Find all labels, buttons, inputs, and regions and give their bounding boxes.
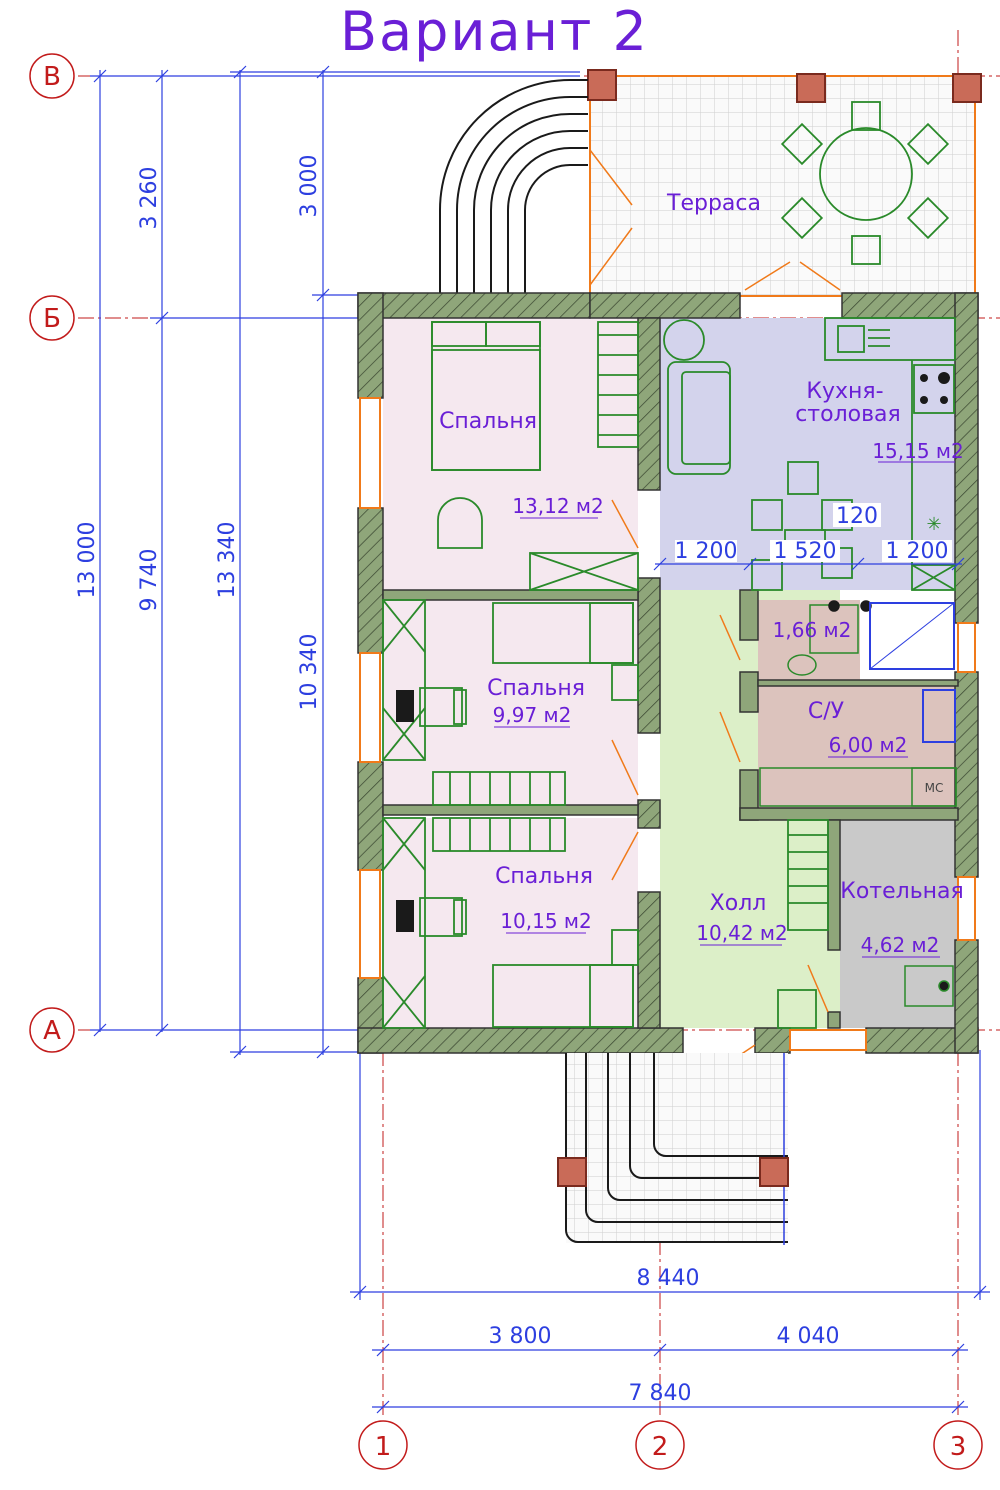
axis-bubble-3: 3 [933,1420,983,1470]
dim-bg [675,540,737,562]
axis-bubble-v: В [29,53,75,99]
boiler-equipment [904,965,954,1007]
bedroom3-name: Спальня [495,864,593,889]
porch-steps [565,1053,788,1243]
bedroom1-name: Спальня [439,409,537,434]
kitchen-dimension-lines [653,557,965,571]
windows [359,397,976,1051]
bedroom3-area: 10,15 м2 [500,909,591,933]
svg-text:2: 2 [652,1432,669,1462]
hall-name: Холл [710,891,767,916]
dim-3000: 3 000 [297,155,322,218]
dim-4040: 4 040 [777,1324,840,1349]
svg-text:А: А [43,1016,61,1046]
washing-machine [911,767,957,807]
kitchen-name-line2: столовая [795,402,901,427]
monitor-icon [396,690,414,722]
dim-bg [770,540,840,562]
dim-13000: 13 000 [75,522,100,599]
dim-kitchen-120: 120 [836,504,878,529]
dim-3800: 3 800 [489,1324,552,1349]
dim-3260: 3 260 [137,167,162,230]
bath-name: С/У [808,699,845,724]
bath-area: 6,00 м2 [829,733,908,757]
bottom-dimension-lines [350,1050,990,1414]
porch-floor [566,1053,788,1243]
bedroom1-area: 13,12 м2 [512,494,603,518]
bedroom3-furniture [382,817,639,1029]
terrace-floor [589,75,976,297]
stove-burners-icon [920,372,950,404]
plant-icon: ✳ [926,514,941,535]
terrace-column [796,73,826,103]
dim-8440: 8 440 [637,1266,700,1291]
porch-column [759,1157,789,1187]
svg-text:В: В [43,62,61,92]
boiler-name: Котельная [840,879,964,904]
kitchen-area: 15,15 м2 [872,439,963,463]
door-swings [611,499,829,1086]
bath-floor [758,686,958,808]
svg-text:1: 1 [375,1432,392,1462]
axis-bubble-a: А [29,1007,75,1053]
porch-column [557,1157,587,1187]
bedroom1-floor [383,318,638,590]
left-dimension-lines [90,65,580,1059]
axis-bubble-2: 2 [635,1420,685,1470]
dim-7840: 7 840 [629,1381,692,1406]
wc-floor [758,600,860,680]
kitchen-name-line1: Кухня- [806,379,883,404]
shower-icon [869,602,956,743]
dim-9740: 9 740 [137,549,162,612]
terrace-column [587,69,617,101]
bedroom2-area: 9,97 м2 [493,703,572,727]
terrace-column [952,73,982,103]
terrace-steps [439,79,588,295]
terrace-name: Терраса [666,191,761,216]
exterior-walls [357,292,979,1054]
terrace-door-swing [589,149,841,291]
dim-10340: 10 340 [297,634,322,711]
bedroom1-furniture [431,321,639,591]
axis-bubble-1: 1 [358,1420,408,1470]
svg-text:Б: Б [43,304,61,334]
dim-13340: 13 340 [215,522,240,599]
interior-walls [382,317,959,1029]
bedroom2-furniture [382,599,639,806]
terrace-dining-set [780,101,950,265]
dim-kitchen-1520: 1 520 [774,539,837,564]
dim-bg [833,503,881,527]
dim-bg [882,540,952,562]
wc-area: 1,66 м2 [773,618,852,642]
svg-text:3: 3 [950,1432,967,1462]
wc-fixtures [787,600,872,676]
plan-title: Вариант 2 [340,0,649,63]
monitor-icon [396,900,414,932]
dim-kitchen-1200-right: 1 200 [886,539,949,564]
axis-bubble-b: Б [29,295,75,341]
hall-furniture [777,819,829,1029]
bedroom2-name: Спальня [487,676,585,701]
boiler-area: 4,62 м2 [861,933,940,957]
boiler-floor [840,820,958,1028]
hall-area: 10,42 м2 [696,921,787,945]
washer-label: МС [925,781,944,795]
dim-kitchen-1200-left: 1 200 [675,539,738,564]
